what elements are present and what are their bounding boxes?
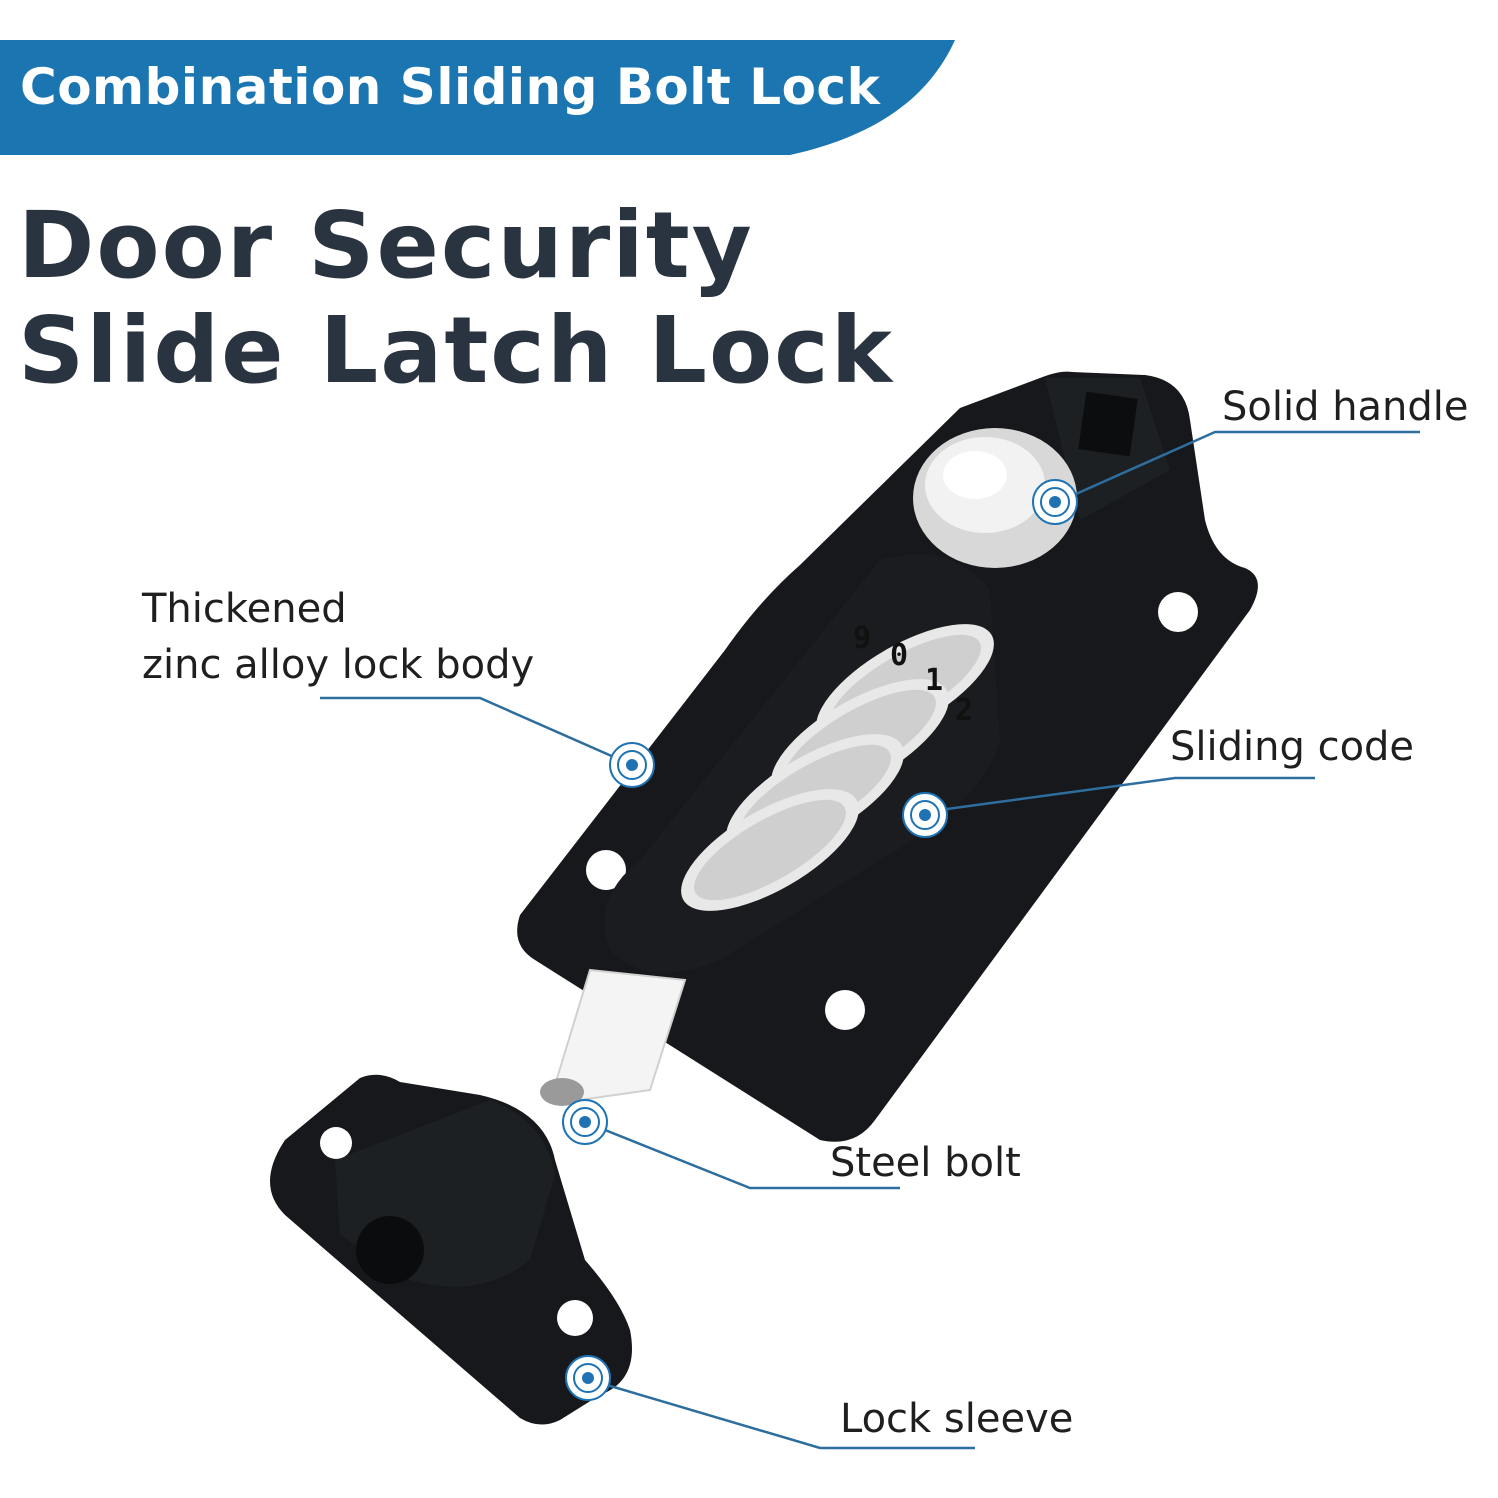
banner-shape bbox=[0, 40, 955, 155]
lock-body-line bbox=[320, 696, 633, 767]
handle-slot bbox=[1078, 391, 1138, 457]
callout-lines bbox=[320, 430, 1420, 1450]
dial-digit: 0 bbox=[890, 638, 908, 673]
target-marker-icon bbox=[565, 1355, 611, 1401]
combination-dials: 9 0 1 2 bbox=[681, 621, 994, 911]
dial-wheel bbox=[681, 789, 859, 911]
mount-hole bbox=[557, 1300, 593, 1336]
solid-handle-line bbox=[1057, 430, 1420, 504]
dial-digit: 1 bbox=[925, 663, 943, 698]
dial-digit: 2 bbox=[955, 693, 973, 728]
callout-sliding-code: Sliding code bbox=[1170, 724, 1415, 770]
callout-lock-body-line-2: zinc alloy lock body bbox=[142, 642, 535, 688]
target-marker-icon bbox=[902, 792, 948, 838]
mount-hole bbox=[1158, 592, 1198, 632]
mount-hole bbox=[825, 990, 865, 1030]
dial-digit: 9 bbox=[853, 621, 871, 656]
target-marker-icon bbox=[562, 1099, 608, 1145]
callout-lock-body-line-1: Thickened bbox=[142, 586, 347, 632]
callout-steel-bolt: Steel bolt bbox=[830, 1140, 1021, 1186]
callout-solid-handle: Solid handle bbox=[1222, 384, 1469, 430]
mount-hole bbox=[320, 1127, 352, 1159]
mount-hole bbox=[586, 850, 626, 890]
headline-line-2: Slide Latch Lock bbox=[18, 297, 894, 404]
callout-lock-sleeve: Lock sleeve bbox=[840, 1396, 1074, 1442]
headline-line-1: Door Security bbox=[18, 192, 754, 299]
title-banner bbox=[0, 40, 955, 155]
target-marker-icon bbox=[609, 742, 655, 788]
target-marker-icon bbox=[1032, 479, 1078, 525]
steel-bolt bbox=[553, 968, 687, 1102]
banner-title: Combination Sliding Bolt Lock bbox=[20, 58, 881, 116]
steel-bolt-line bbox=[584, 1120, 900, 1190]
sleeve-opening bbox=[356, 1216, 424, 1284]
sliding-code-line bbox=[924, 776, 1315, 814]
lock-sleeve-line bbox=[589, 1378, 975, 1450]
